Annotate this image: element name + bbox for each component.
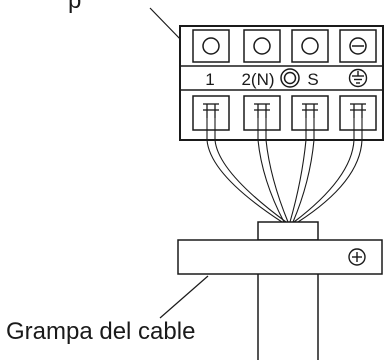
screw-icon (202, 37, 220, 55)
clamp-box-2 (243, 95, 281, 131)
screw-icon (253, 37, 271, 55)
clamp-box-3 (291, 95, 329, 131)
wire-2 (257, 118, 289, 223)
double-circle-inner (283, 71, 297, 85)
clamp-icon (350, 103, 366, 118)
cable-jacket-top (257, 221, 319, 241)
clamp-icon (302, 103, 318, 118)
terminal-label-s: S (307, 70, 318, 89)
wire-3 (289, 118, 315, 223)
wire-4 (293, 118, 363, 223)
wire-1 (206, 118, 287, 223)
bottom-clamp-row (192, 95, 377, 131)
ground-icon (348, 68, 368, 88)
cable-body (257, 274, 319, 360)
cable-clamp (177, 239, 383, 275)
top-leader-line (149, 7, 184, 43)
clamp-box-1 (192, 95, 230, 131)
wires (206, 118, 363, 223)
plus-screw-icon (348, 248, 366, 266)
clamp-icon (203, 103, 219, 118)
double-circle-icon (280, 68, 300, 88)
clamp-symbols (203, 103, 366, 118)
clamp-box-4 (339, 95, 377, 131)
terminal-label-1: 1 (205, 70, 214, 89)
clamp-icon (254, 103, 270, 118)
clamp-leader-line (159, 275, 209, 319)
terminal-block: 1 2(N) S (179, 25, 384, 141)
screw-icon (301, 37, 319, 55)
terminal-label-2n: 2(N) (241, 70, 274, 89)
top-screws (202, 37, 367, 55)
top-label-partial: p (68, 0, 81, 14)
cable-clamp-label: Grampa del cable (6, 318, 195, 345)
